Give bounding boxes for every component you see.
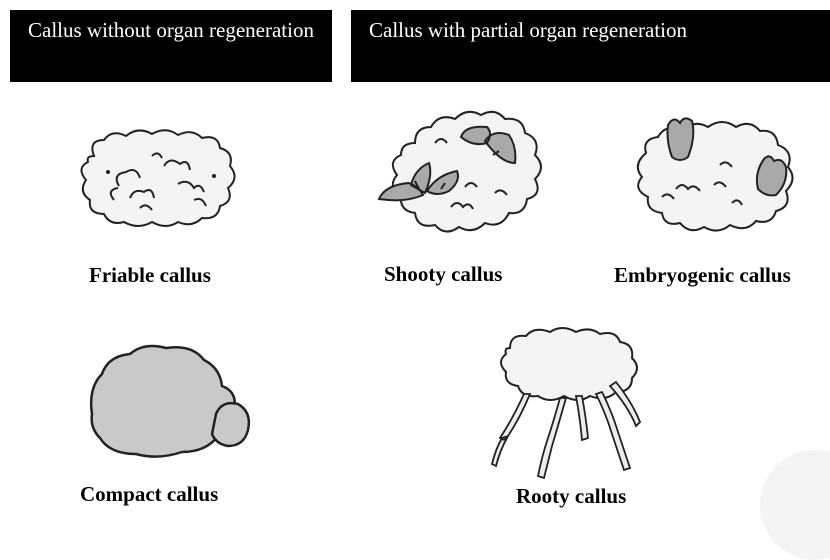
header-left-text: Callus without organ regeneration: [28, 18, 314, 42]
corner-watermark: [760, 450, 830, 560]
compact-callus-illustration: [88, 342, 250, 464]
label-shooty-callus: Shooty callus: [384, 262, 502, 287]
shooty-callus-illustration: [375, 103, 550, 243]
rooty-callus-illustration: [490, 326, 660, 482]
label-embryogenic-callus: Embryogenic callus: [614, 263, 791, 288]
label-compact-callus: Compact callus: [80, 482, 218, 507]
friable-callus-illustration: [74, 126, 244, 231]
header-without-regeneration: Callus without organ regeneration: [10, 10, 332, 82]
label-friable-callus: Friable callus: [89, 263, 211, 288]
header-right-text: Callus with partial organ regeneration: [369, 18, 687, 42]
embryogenic-callus-illustration: [622, 113, 800, 235]
label-rooty-callus: Rooty callus: [516, 484, 626, 509]
header-partial-regeneration: Callus with partial organ regeneration: [351, 10, 830, 82]
